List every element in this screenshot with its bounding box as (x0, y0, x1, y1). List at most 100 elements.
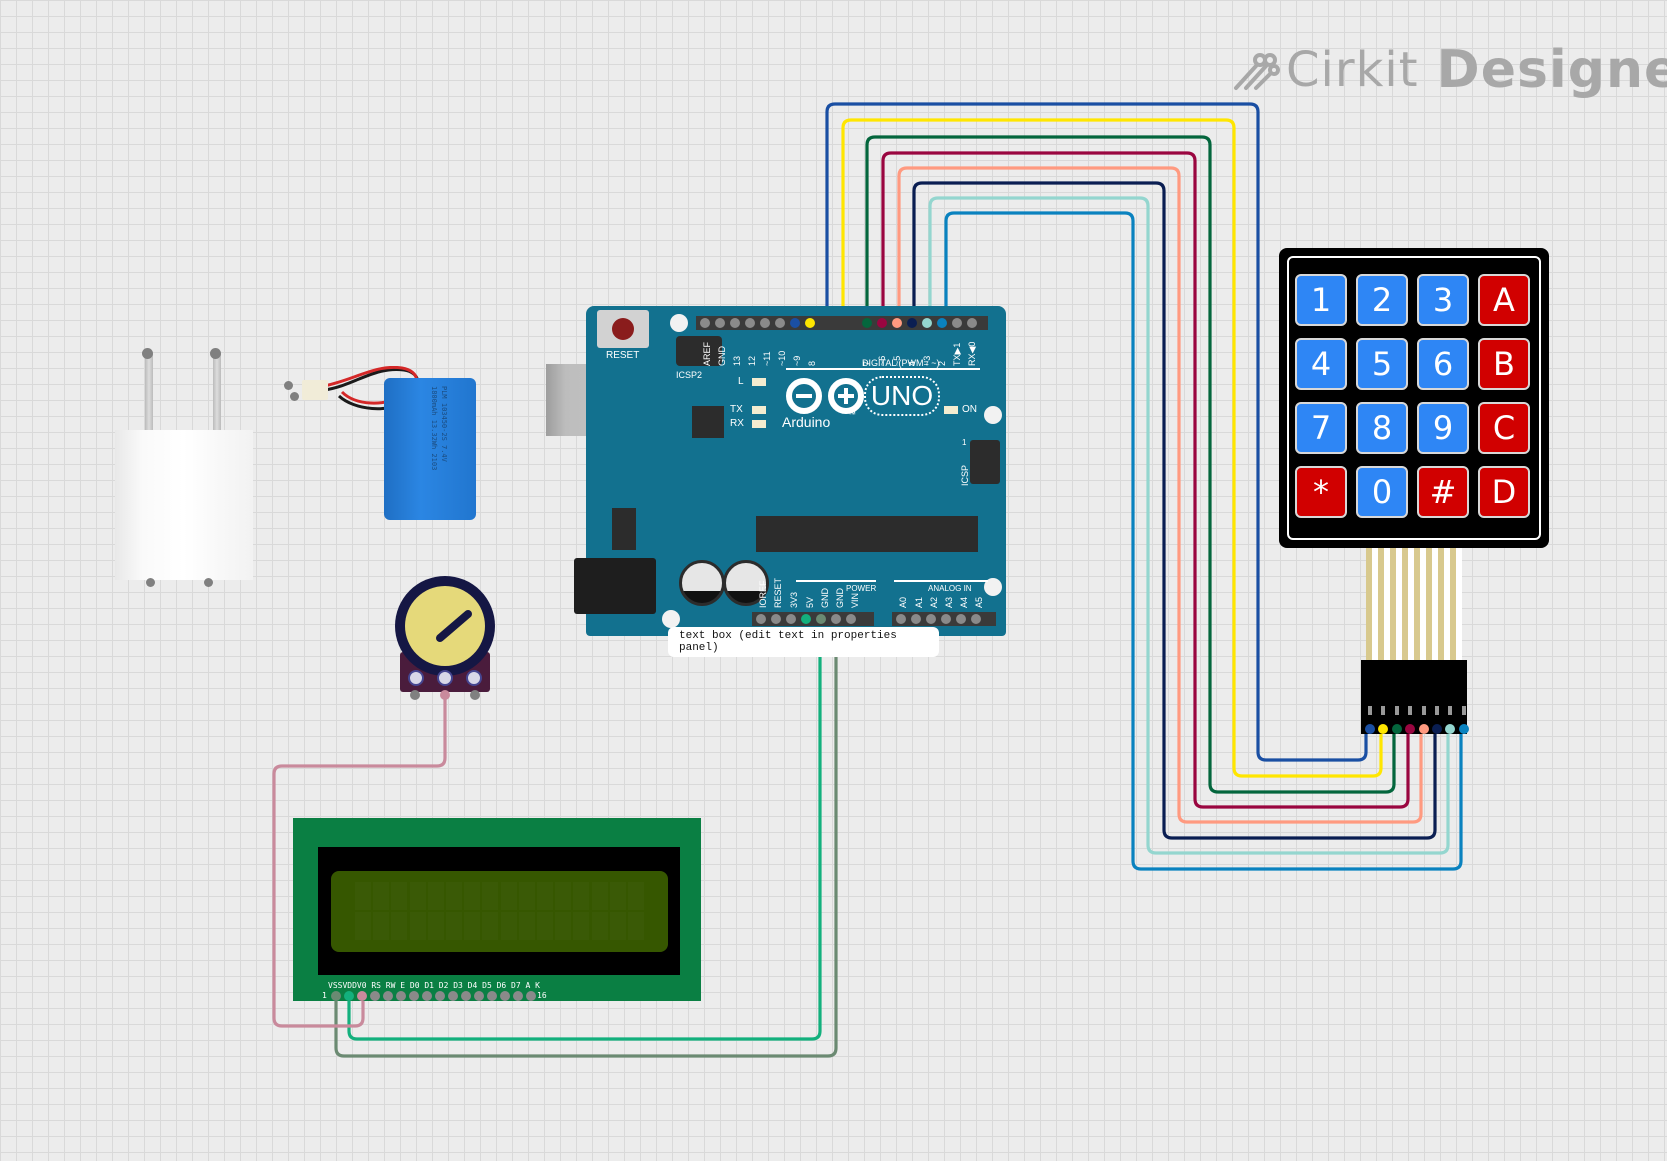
keypad-pin-slot (1461, 706, 1466, 715)
lcd-pin-6[interactable] (396, 991, 406, 1001)
wire-d8-keypad[interactable] (841, 118, 1383, 778)
keypad-key-2[interactable]: 2 (1356, 274, 1408, 326)
wire-5v-lcd[interactable] (347, 617, 822, 1041)
wire-d6-keypad[interactable] (881, 151, 1410, 809)
keypad-key-D[interactable]: D (1478, 466, 1530, 518)
adapter-terminal[interactable] (146, 578, 155, 587)
pot-terminal-wiper[interactable] (440, 690, 450, 700)
lcd-pin-8[interactable] (422, 991, 432, 1001)
keypad-key-4[interactable]: 4 (1295, 338, 1347, 390)
pin-vin[interactable] (846, 614, 856, 624)
keypad-key-star[interactable]: * (1295, 466, 1347, 518)
lcd-pin-13[interactable] (487, 991, 497, 1001)
pin-4[interactable] (907, 318, 917, 328)
wire-d3-keypad[interactable] (928, 196, 1450, 855)
pot-terminal-3[interactable] (470, 690, 480, 700)
pin-2[interactable] (937, 318, 947, 328)
keypad-key-5[interactable]: 5 (1356, 338, 1408, 390)
reset-button[interactable] (597, 310, 649, 348)
keypad-key-9[interactable]: 9 (1417, 402, 1469, 454)
lcd-pin-2[interactable] (344, 991, 354, 1001)
mounting-hole (984, 578, 1002, 596)
battery-terminal[interactable] (284, 381, 293, 390)
lcd-pin-12[interactable] (474, 991, 484, 1001)
adapter-terminal[interactable] (210, 348, 221, 359)
pin-ioref[interactable] (756, 614, 766, 624)
keypad-key-C[interactable]: C (1478, 402, 1530, 454)
keypad-key-hash[interactable]: # (1417, 466, 1469, 518)
lcd-pin-3[interactable] (357, 991, 367, 1001)
keypad-pin-3[interactable] (1391, 724, 1402, 734)
potentiometer[interactable] (392, 574, 498, 700)
lcd-pin-10[interactable] (448, 991, 458, 1001)
pin-a1[interactable] (911, 614, 921, 624)
pin-aref[interactable] (700, 318, 710, 328)
adapter-terminal[interactable] (142, 348, 153, 359)
keypad-pin-8[interactable] (1458, 724, 1469, 734)
keypad-key-0[interactable]: 0 (1356, 466, 1408, 518)
wire-d4-keypad[interactable] (912, 181, 1437, 840)
pin-3[interactable] (922, 318, 932, 328)
lcd-pin-15[interactable] (513, 991, 523, 1001)
lcd-pin-7[interactable] (409, 991, 419, 1001)
pin-a2[interactable] (926, 614, 936, 624)
lcd-pin-4[interactable] (370, 991, 380, 1001)
pin-11[interactable] (760, 318, 770, 328)
pin-13[interactable] (730, 318, 740, 328)
pin-a3[interactable] (941, 614, 951, 624)
keypad-key-6[interactable]: 6 (1417, 338, 1469, 390)
keypad-key-3[interactable]: 3 (1417, 274, 1469, 326)
led-on (944, 406, 958, 414)
keypad-pin-2[interactable] (1378, 724, 1389, 734)
pin-6[interactable] (877, 318, 887, 328)
keypad-pin-1[interactable] (1365, 724, 1375, 734)
pin-0[interactable] (967, 318, 977, 328)
pin-a0[interactable] (896, 614, 906, 624)
pin-3v3[interactable] (786, 614, 796, 624)
lcd-pin-16[interactable] (526, 991, 536, 1001)
pin-reset[interactable] (771, 614, 781, 624)
keypad-key-B[interactable]: B (1478, 338, 1530, 390)
pin-a5[interactable] (971, 614, 981, 624)
lcd-pin-5[interactable] (383, 991, 393, 1001)
keypad-pin-4[interactable] (1405, 724, 1416, 734)
wire-pot-lcd[interactable] (272, 694, 447, 1028)
pin-1[interactable] (952, 318, 962, 328)
keypad-pin-6[interactable] (1432, 724, 1442, 734)
lcd-pin-9[interactable] (435, 991, 445, 1001)
keypad-key-A[interactable]: A (1478, 274, 1530, 326)
keypad-key-8[interactable]: 8 (1356, 402, 1408, 454)
wire-d7-keypad[interactable] (865, 135, 1396, 794)
pin-5[interactable] (892, 318, 902, 328)
keypad-pin-5[interactable] (1418, 724, 1429, 734)
lcd-pin-11[interactable] (461, 991, 471, 1001)
keypad-key-7[interactable]: 7 (1295, 402, 1347, 454)
pot-terminal-1[interactable] (410, 690, 420, 700)
pin-gnd-2[interactable] (831, 614, 841, 624)
pin-7[interactable] (862, 318, 872, 328)
pin-12[interactable] (745, 318, 755, 328)
battery-terminal[interactable] (290, 392, 299, 401)
adapter-terminal[interactable] (204, 578, 213, 587)
wire-gnd-lcd[interactable] (334, 617, 838, 1058)
pin-gnd-1[interactable] (816, 614, 826, 624)
keypad-key-1[interactable]: 1 (1295, 274, 1347, 326)
pin-gnd[interactable] (715, 318, 725, 328)
text-box[interactable]: text box (edit text in properties panel) (668, 627, 939, 657)
pin-5v[interactable] (801, 614, 811, 624)
pin-9[interactable] (790, 318, 800, 328)
wire-d5-keypad[interactable] (897, 166, 1423, 824)
pin-a4[interactable] (956, 614, 966, 624)
pin-10[interactable] (775, 318, 785, 328)
lcd-pin-1[interactable] (331, 991, 341, 1001)
power-adapter[interactable] (115, 346, 253, 587)
keypad-pin-7[interactable] (1445, 724, 1456, 734)
pin-8[interactable] (805, 318, 815, 328)
digital-pin-label: GND (717, 346, 727, 366)
lcd-pin-14[interactable] (500, 991, 510, 1001)
wire-d2-keypad[interactable] (944, 211, 1463, 871)
wire-d9-keypad[interactable] (825, 102, 1368, 762)
